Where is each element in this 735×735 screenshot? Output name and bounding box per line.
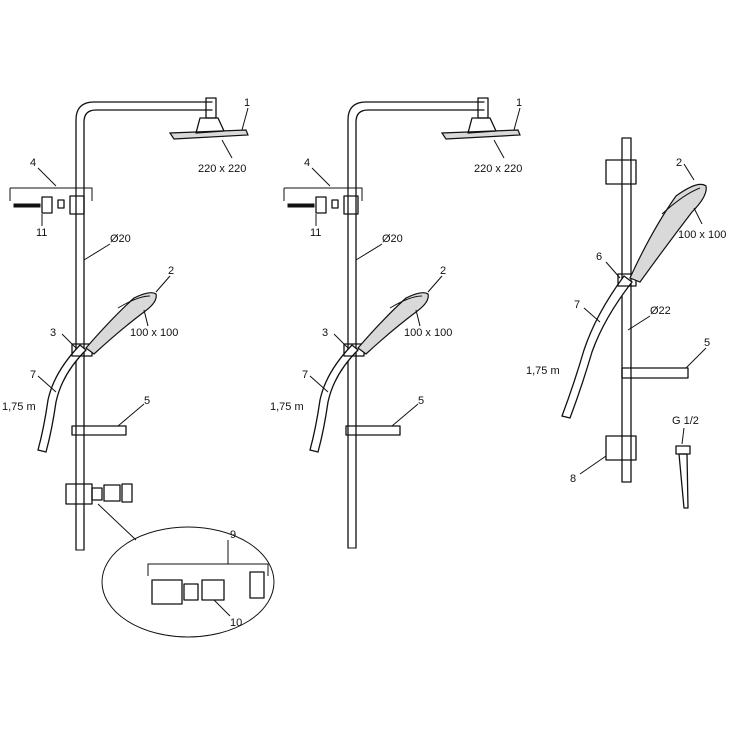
label-part-2: 2: [168, 265, 174, 277]
hand-shower-2: [357, 292, 429, 355]
label-bar-diameter: Ø22: [650, 305, 671, 317]
shower-head-arm-joint: [205, 97, 217, 119]
label-part-7-b: 7: [302, 369, 308, 381]
label-hose-length-b: 1,75 m: [270, 401, 304, 413]
label-part-7-c: 7: [574, 299, 580, 311]
soap-dish-2: [345, 425, 401, 436]
thermostat-detail: [147, 563, 269, 605]
wall-bracket: [9, 187, 93, 215]
label-pipe-diameter-b: Ø20: [382, 233, 403, 245]
label-part-2-c: 2: [676, 157, 682, 169]
shower-hose: [37, 344, 87, 453]
shower-set-slide-bar: 2 100 x 100 6 7 Ø22 5 1,75 m G 1/2 8: [526, 137, 726, 509]
lower-wall-bracket: [605, 435, 637, 461]
label-hand-size-c: 100 x 100: [678, 229, 726, 241]
soap-dish-3: [621, 367, 689, 379]
label-hand-size: 100 x 100: [130, 327, 178, 339]
label-hose-length-c: 1,75 m: [526, 365, 560, 377]
label-part-7: 7: [30, 369, 36, 381]
label-part-3-b: 3: [322, 327, 328, 339]
shower-hose-3: [561, 275, 633, 419]
label-part-4-b: 4: [304, 157, 310, 169]
shower-set-thermostat: 1 220 x 220 4 11 Ø20 2 100 x 100 3 7 1,7…: [2, 97, 275, 638]
label-pipe-diameter: Ø20: [110, 233, 131, 245]
slide-bar: [621, 137, 632, 483]
label-part-11: 11: [36, 227, 47, 239]
shower-hose-2: [309, 344, 359, 453]
label-part-2-b: 2: [440, 265, 446, 277]
label-head-size-b: 220 x 220: [474, 163, 522, 175]
label-part-5: 5: [144, 395, 150, 407]
label-part-4: 4: [30, 157, 36, 169]
label-part-5-c: 5: [704, 337, 710, 349]
label-part-3: 3: [50, 327, 56, 339]
detail-callout-ellipse: [101, 526, 275, 638]
label-thread: G 1/2: [672, 415, 699, 427]
wall-bracket-2: [283, 187, 363, 215]
wall-connector: [675, 445, 691, 509]
label-head-size: 220 x 220: [198, 163, 246, 175]
label-part-8: 8: [570, 473, 576, 485]
label-part-9: 9: [230, 529, 236, 541]
overhead-shower-head: [168, 129, 249, 140]
soap-dish: [71, 425, 127, 436]
label-part-5-b: 5: [418, 395, 424, 407]
hand-shower: [85, 292, 157, 355]
label-part-6: 6: [596, 251, 602, 263]
riser-pipe: [75, 101, 213, 551]
shower-head-arm-joint-2: [477, 97, 489, 119]
thermostat-assembly: [65, 483, 133, 505]
hand-shower-3: [629, 183, 707, 283]
label-part-1-b: 1: [516, 97, 522, 109]
shower-set-standard: 1 220 x 220 4 11 Ø20 2 100 x 100 3 7 1,7…: [270, 97, 522, 549]
riser-pipe-2: [347, 101, 485, 549]
label-hand-size-b: 100 x 100: [404, 327, 452, 339]
label-part-10: 10: [230, 617, 242, 629]
label-part-11-b: 11: [310, 227, 321, 239]
upper-wall-bracket: [605, 159, 637, 185]
overhead-shower-head-2: [440, 129, 521, 140]
label-part-1: 1: [244, 97, 250, 109]
label-hose-length: 1,75 m: [2, 401, 36, 413]
